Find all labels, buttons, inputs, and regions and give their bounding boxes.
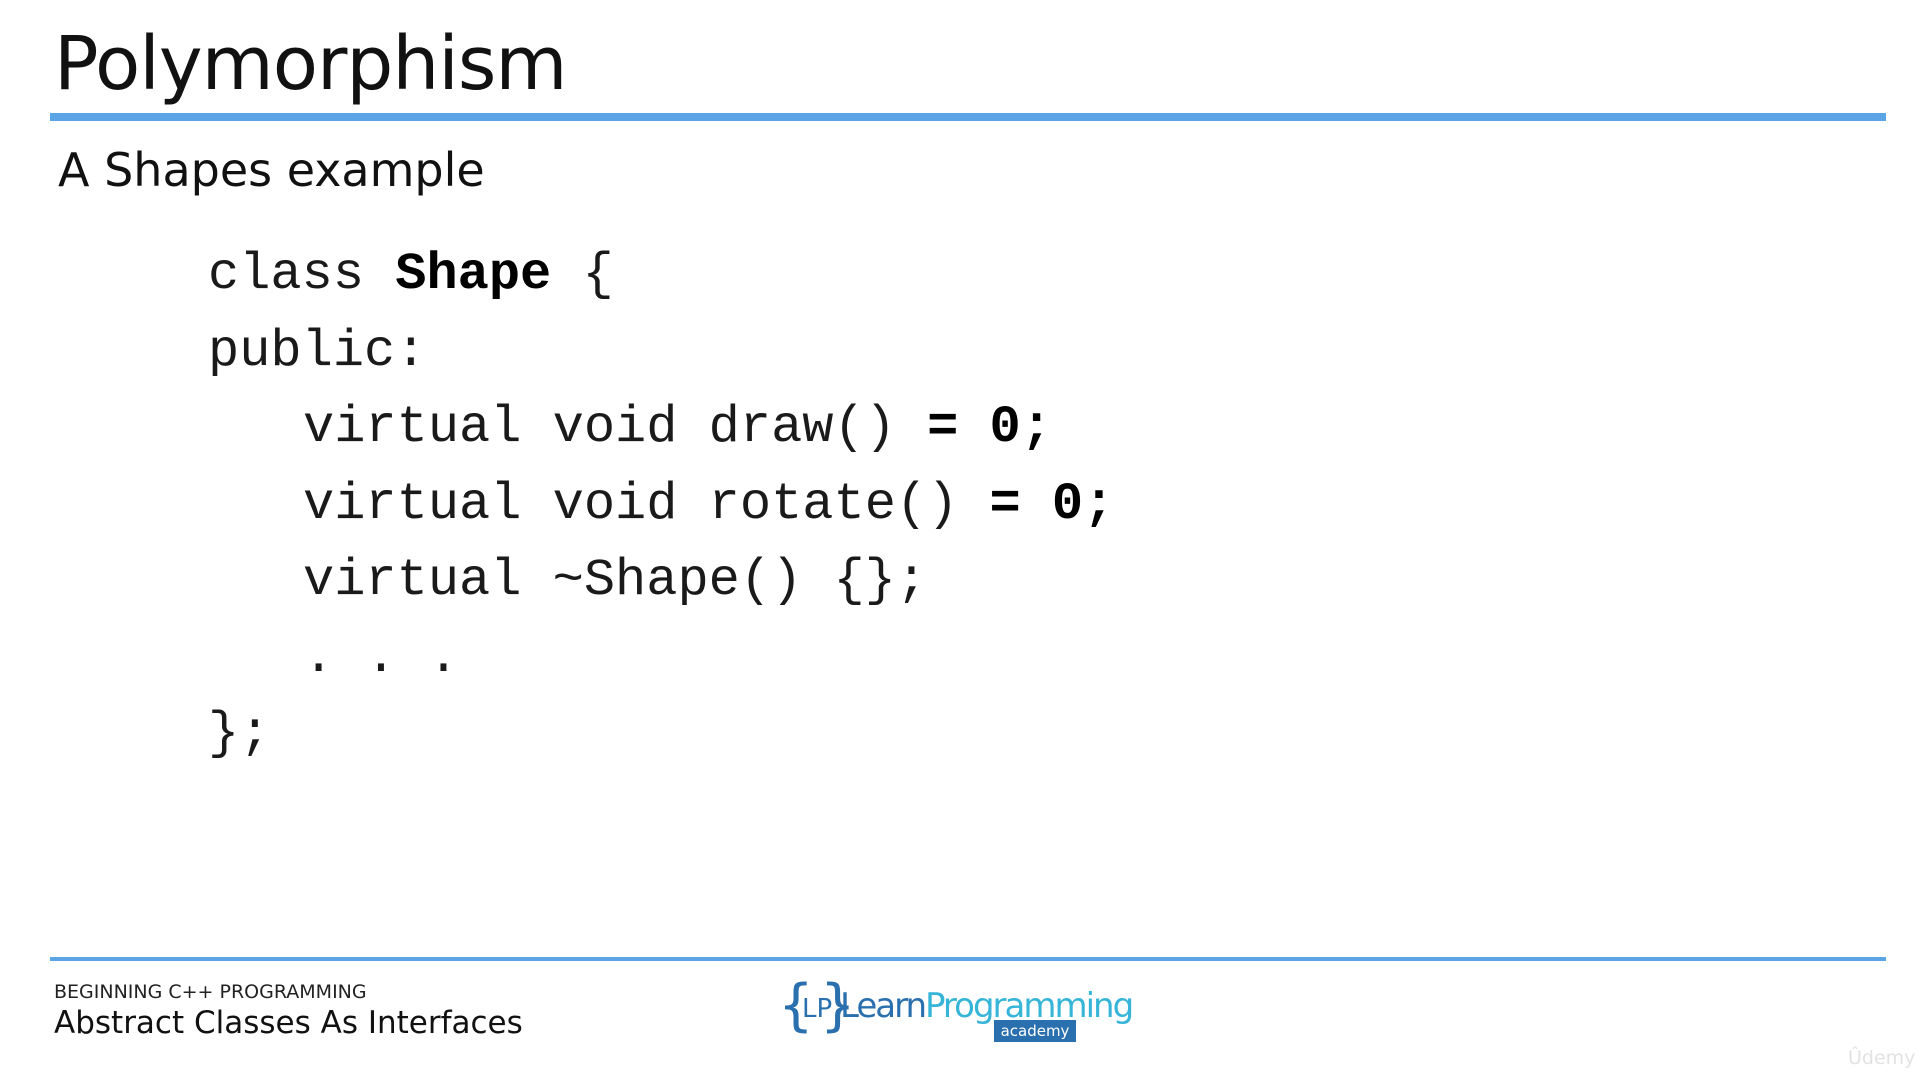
learnprogramming-logo: { LP } LearnProgramming academy xyxy=(778,976,1134,1042)
logo-word-learn: Learn xyxy=(840,986,927,1026)
slide-subtitle: A Shapes example xyxy=(58,143,485,197)
code-rotate-signature: virtual void rotate() xyxy=(303,474,990,534)
logo-academy-badge: academy xyxy=(994,1020,1076,1042)
code-line-close: }; xyxy=(208,704,271,763)
code-line-rotate: virtual void rotate() = 0; xyxy=(208,467,1114,544)
code-draw-signature: virtual void draw() xyxy=(303,398,928,457)
slide-title: Polymorphism xyxy=(54,21,567,107)
code-line-destructor: virtual ~Shape() {}; xyxy=(303,551,928,610)
lecture-name: Abstract Classes As Interfaces xyxy=(54,1005,523,1041)
code-line-ellipsis: . . . xyxy=(303,627,460,687)
code-draw-pure-specifier: = 0; xyxy=(927,398,1052,457)
logo-wordmark: LearnProgramming xyxy=(840,986,1134,1026)
code-line-public: public: xyxy=(208,321,427,381)
code-open-brace: { xyxy=(551,245,614,304)
footer-divider xyxy=(50,957,1886,961)
code-line-draw: virtual void draw() = 0; xyxy=(208,390,1114,467)
logo-lp-mark: LP xyxy=(802,994,833,1024)
logo-word-programming: Programming xyxy=(925,986,1134,1026)
logo-open-brace: { xyxy=(778,973,814,1038)
course-name: BEGINNING C++ PROGRAMMING xyxy=(54,981,367,1003)
title-divider xyxy=(50,113,1886,121)
code-block: class Shape { public: virtual void draw(… xyxy=(208,237,1114,773)
logo-close-brace: } xyxy=(820,973,856,1038)
code-line-class-declaration: class Shape { xyxy=(208,237,1114,314)
code-rotate-pure-specifier: = 0; xyxy=(989,474,1115,534)
code-class-name: Shape xyxy=(395,245,552,304)
udemy-watermark: Ûdemy xyxy=(1848,1047,1916,1069)
code-keyword-class: class xyxy=(208,245,396,304)
